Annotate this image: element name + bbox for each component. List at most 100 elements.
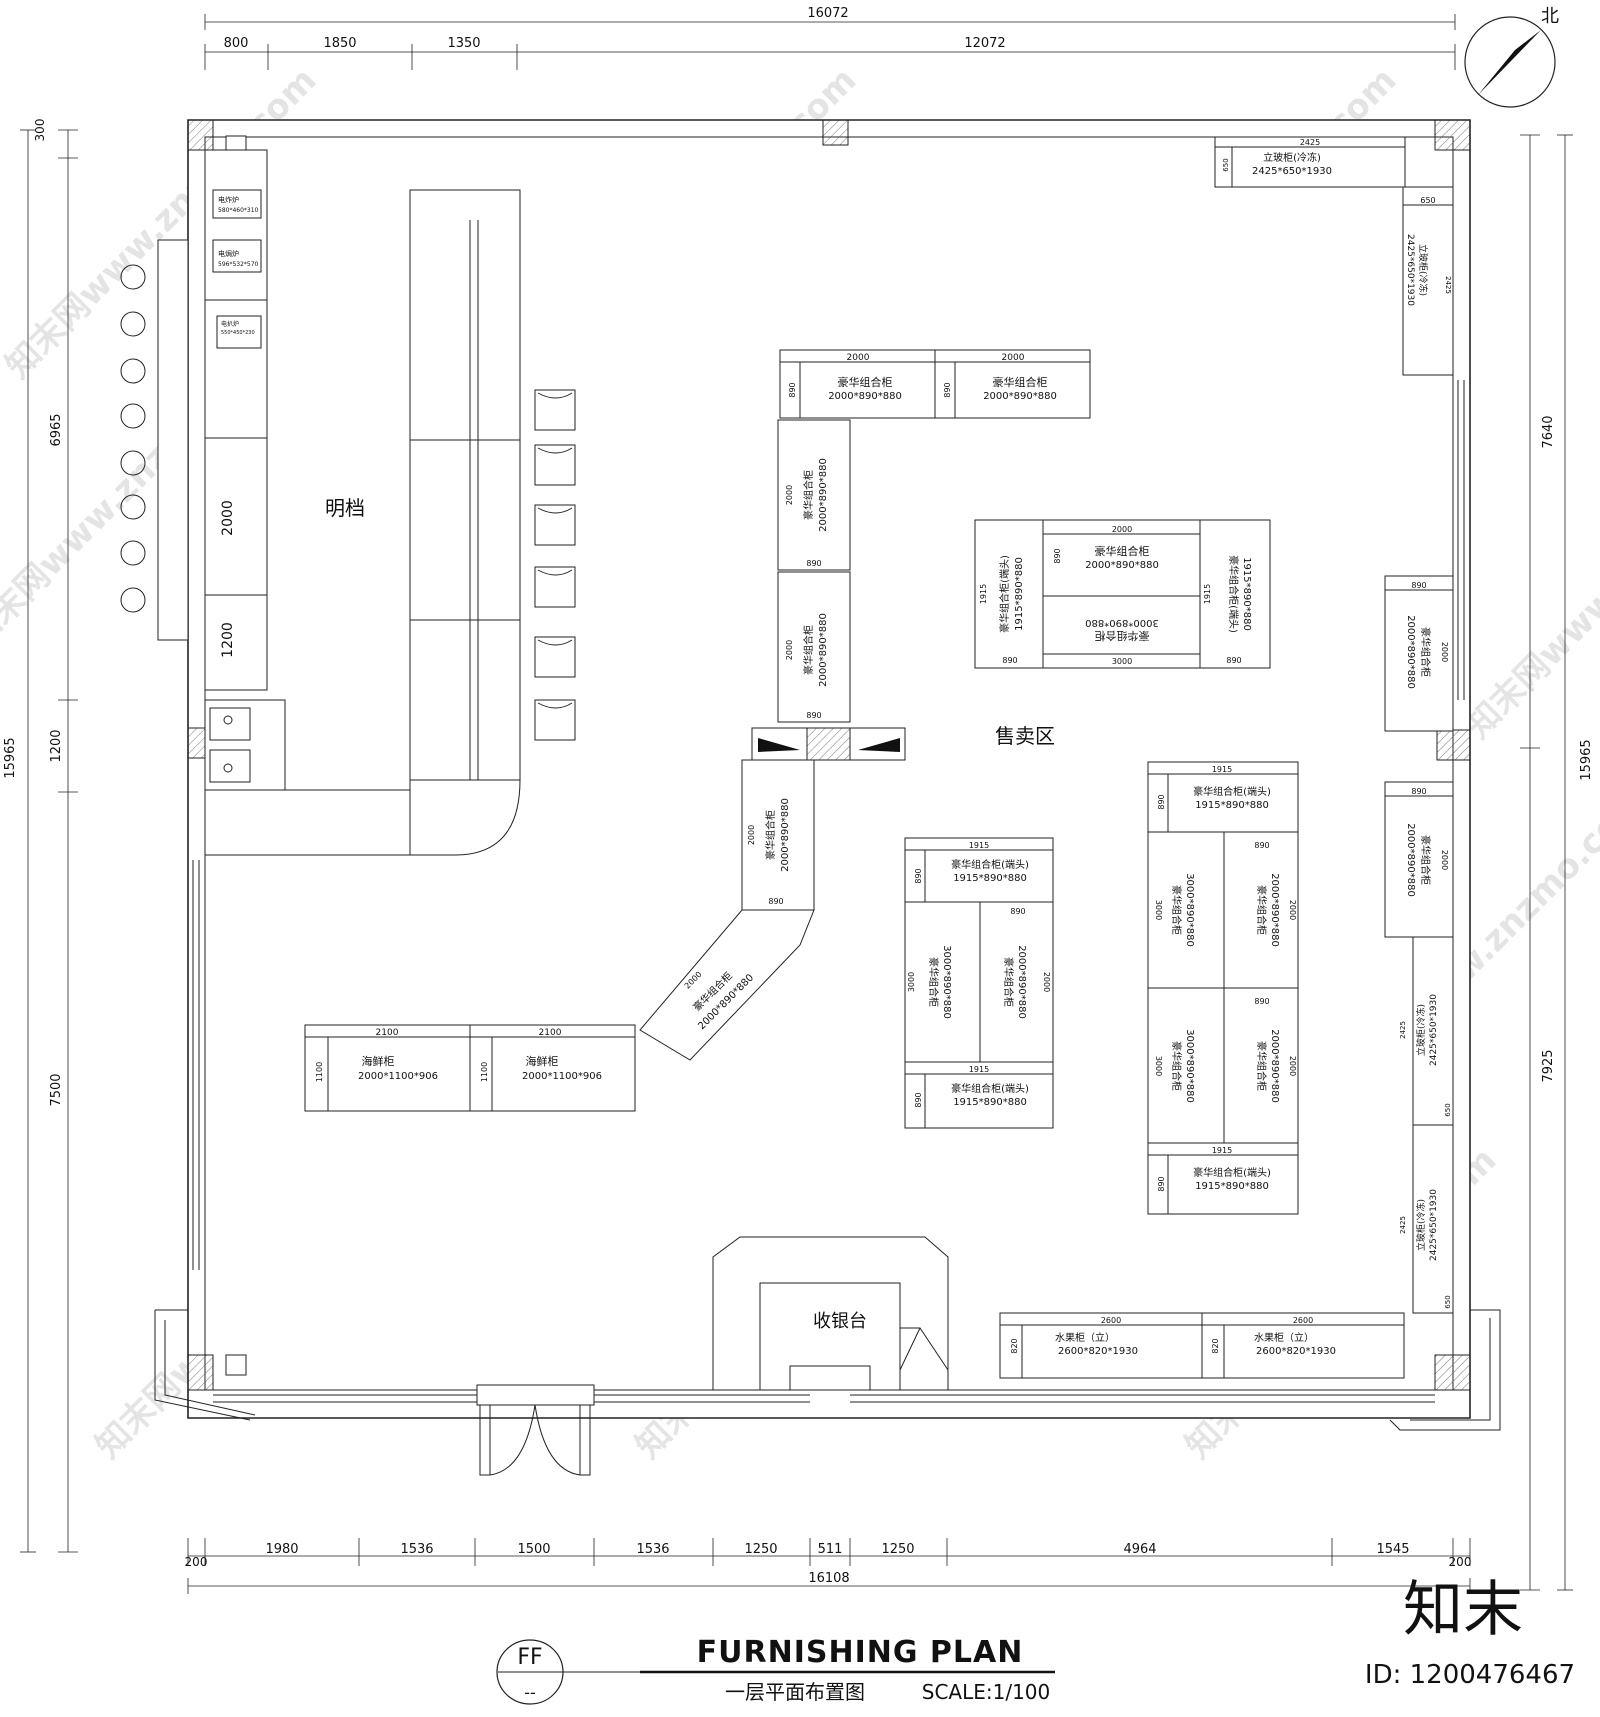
brand-logo-text: 知末	[1403, 1575, 1523, 1645]
dim-top-seg: 1350	[447, 36, 480, 51]
fruit-cabinet-2: 2600 820 水果柜（立） 2600*820*1930	[1201, 1312, 1405, 1379]
appliance-name: 电焗炉	[218, 249, 239, 258]
svg-text:1915*890*880: 1915*890*880	[1195, 800, 1269, 811]
dim-top-total: 16072	[807, 6, 848, 21]
dim-bottom-seg: 1545	[1376, 1542, 1409, 1557]
brand-logo: 知末 ID: 1200476467	[1365, 1575, 1575, 1690]
svg-text:立玻柜(冷冻): 立玻柜(冷冻)	[1415, 1199, 1427, 1251]
kitchen-dim-1200: 1200	[220, 622, 236, 658]
svg-text:豪华组合柜: 豪华组合柜	[993, 375, 1048, 389]
svg-text:2600*820*1930: 2600*820*1930	[1058, 1346, 1138, 1357]
svg-text:2425*650*1930: 2425*650*1930	[1429, 994, 1439, 1066]
svg-text:890: 890	[806, 559, 821, 568]
bar-stools	[120, 264, 146, 613]
dim-left-seg: 300	[33, 119, 47, 142]
svg-text:2000*890*880: 2000*890*880	[983, 391, 1057, 402]
svg-text:2600: 2600	[1293, 1316, 1313, 1325]
zone-sales-area: 售卖区	[995, 724, 1055, 748]
wall-cabinet-right-2: 890 豪华组合柜 2000*890*880 2000	[1384, 781, 1454, 938]
svg-text:890: 890	[1254, 997, 1269, 1006]
dim-bottom-seg: 511	[818, 1542, 843, 1557]
combo-cabinet-top-1: 2000 890 豪华组合柜 2000*890*880	[779, 349, 936, 419]
svg-text:豪华组合柜(端头): 豪华组合柜(端头)	[1193, 785, 1271, 798]
title-tag: FF	[517, 1645, 542, 1670]
svg-text:豪华组合柜: 豪华组合柜	[1170, 1041, 1183, 1091]
svg-text:2000: 2000	[1042, 972, 1051, 992]
appliance-name: 电扒炉	[221, 320, 239, 328]
svg-text:豪华组合柜: 豪华组合柜	[1170, 885, 1183, 935]
svg-text:650: 650	[1444, 1103, 1452, 1116]
appliance-size: 580*460*310	[218, 207, 259, 214]
dim-bottom-seg: 1536	[636, 1542, 669, 1557]
svg-text:豪华组合柜: 豪华组合柜	[1255, 1041, 1268, 1091]
svg-text:2000*890*880: 2000*890*880	[818, 613, 829, 687]
svg-text:2425*650*1930: 2425*650*1930	[1252, 166, 1332, 177]
svg-text:2600*820*1930: 2600*820*1930	[1256, 1346, 1336, 1357]
left-dimensions: 15965 300 6965 1200 7500	[3, 119, 78, 1553]
svg-text:2000: 2000	[785, 640, 794, 660]
dim-bottom-seg: 1500	[517, 1542, 550, 1557]
svg-text:2000*890*880: 2000*890*880	[1016, 945, 1027, 1019]
svg-text:1915: 1915	[969, 1065, 989, 1074]
svg-text:890: 890	[1157, 1176, 1166, 1191]
svg-text:2100: 2100	[539, 1028, 562, 1038]
svg-text:1915*890*880: 1915*890*880	[1195, 1181, 1269, 1192]
turnstile-gates	[751, 727, 906, 761]
open-kitchen-area: 电炸炉 580*460*310 电焗炉 596*532*570 电扒炉 550*…	[120, 149, 576, 856]
svg-text:2000*890*880: 2000*890*880	[1269, 1029, 1280, 1103]
dim-top-seg: 1850	[323, 36, 356, 51]
svg-text:1915: 1915	[969, 841, 989, 850]
svg-text:2000*890*880: 2000*890*880	[1269, 873, 1280, 947]
svg-text:890: 890	[1411, 581, 1426, 590]
svg-text:3000: 3000	[1154, 1056, 1163, 1076]
svg-text:豪华组合柜: 豪华组合柜	[1002, 957, 1015, 1007]
svg-text:豪华组合柜: 豪华组合柜	[1095, 544, 1150, 558]
dim-right-total: 15965	[1579, 739, 1594, 780]
dim-left-seg: 1200	[49, 729, 64, 762]
dim-right-seg: 7640	[1541, 415, 1556, 448]
dim-bottom-seg: 1980	[265, 1542, 298, 1557]
fruit-cabinet-1: 2600 820 水果柜（立） 2600*820*1930	[999, 1312, 1223, 1379]
svg-text:海鲜柜: 海鲜柜	[362, 1054, 395, 1068]
svg-text:890: 890	[1411, 787, 1426, 796]
svg-text:豪华组合柜(端头): 豪华组合柜(端头)	[998, 555, 1011, 633]
svg-text:豪华组合柜(端头): 豪华组合柜(端头)	[1227, 555, 1240, 633]
svg-text:豪华组合柜: 豪华组合柜	[1419, 835, 1432, 885]
svg-text:890: 890	[788, 382, 797, 397]
svg-text:2000: 2000	[1112, 525, 1132, 534]
svg-text:890: 890	[943, 382, 952, 397]
svg-text:2000: 2000	[1440, 642, 1449, 662]
combo-cabinet-vertical-2: 2000 豪华组合柜 2000*890*880 890	[777, 571, 851, 723]
dim-top-seg: 800	[224, 36, 249, 51]
svg-text:水果柜（立）: 水果柜（立）	[1055, 1331, 1115, 1344]
zone-cashier: 收银台	[813, 1311, 867, 1332]
svg-text:1915: 1915	[1212, 765, 1232, 774]
dim-bottom-seg: 4964	[1123, 1542, 1156, 1557]
island-cabinet-group-3: 1915 890 豪华组合柜(端头) 1915*890*880 3000 豪华组…	[1147, 761, 1299, 1215]
dim-left-seg: 6965	[49, 413, 64, 446]
svg-text:1915*890*880: 1915*890*880	[1014, 557, 1025, 631]
svg-text:2600: 2600	[1101, 1316, 1121, 1325]
svg-text:1100: 1100	[315, 1062, 324, 1082]
svg-text:立玻柜(冷冻): 立玻柜(冷冻)	[1415, 1004, 1427, 1056]
dim-bottom-seg: 1536	[400, 1542, 433, 1557]
svg-text:2425: 2425	[1300, 138, 1320, 147]
svg-text:3000*890*880: 3000*890*880	[1184, 873, 1195, 947]
appliance-size: 550*450*230	[221, 330, 255, 336]
svg-text:2000*1100*906: 2000*1100*906	[358, 1071, 438, 1082]
title-block: FF -- FURNISHING PLAN 一层平面布置图 SCALE:1/10…	[496, 1635, 1055, 1705]
svg-text:1100: 1100	[480, 1062, 489, 1082]
svg-text:2000*1100*906: 2000*1100*906	[522, 1071, 602, 1082]
dining-chairs	[534, 389, 576, 741]
north-label: 北	[1541, 6, 1559, 27]
svg-text:2425: 2425	[1399, 1216, 1407, 1234]
wall-cabinet-right-1: 890 豪华组合柜 2000*890*880 2000	[1384, 575, 1454, 732]
svg-text:890: 890	[914, 1092, 923, 1107]
svg-text:水果柜（立）: 水果柜（立）	[1254, 1331, 1314, 1344]
svg-text:890: 890	[1226, 656, 1241, 665]
appliance-size: 596*532*570	[218, 261, 259, 268]
entrance-door[interactable]	[476, 1384, 595, 1476]
watermark: 知末网www.znzmo.com	[1458, 420, 1600, 746]
svg-text:3000*890*880: 3000*890*880	[1085, 617, 1159, 628]
